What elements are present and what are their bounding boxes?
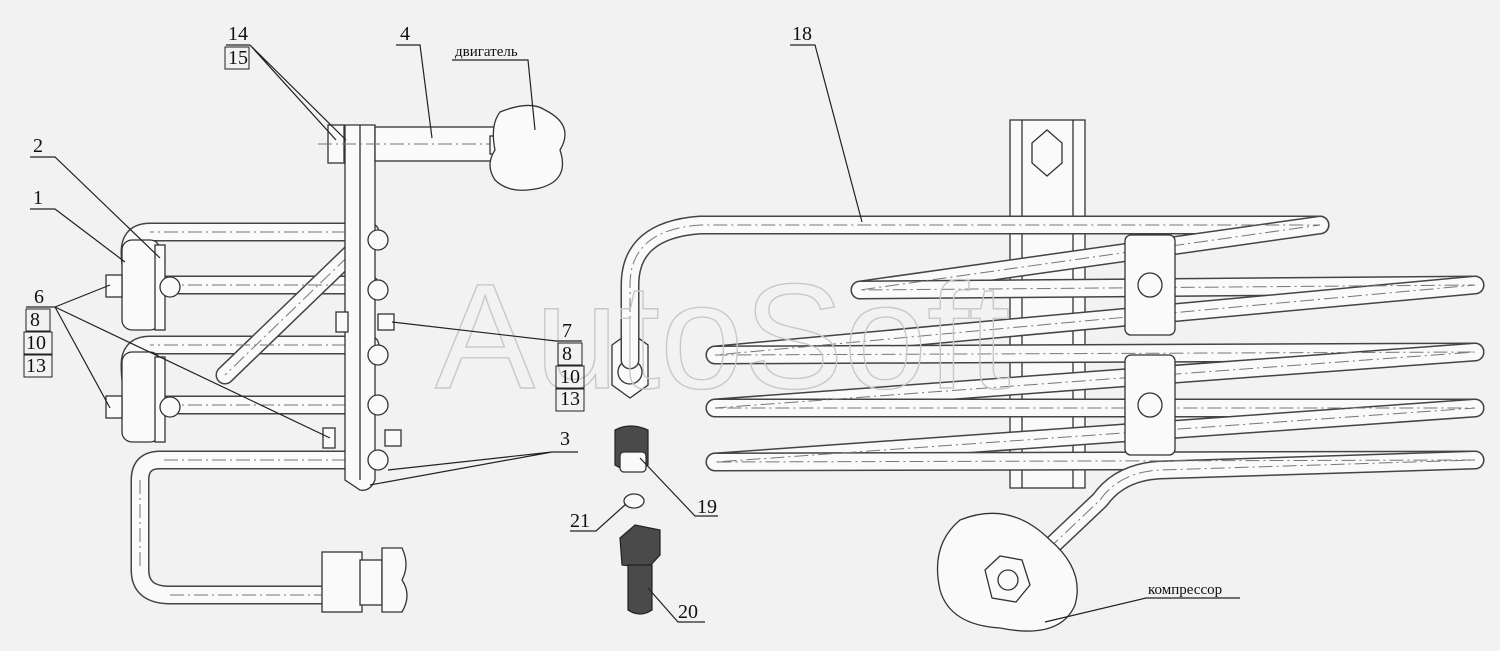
callout-6: 6 <box>34 286 44 308</box>
callout-6-8: 8 <box>30 309 40 331</box>
engine-outline <box>489 104 566 191</box>
right-assembly <box>620 119 1485 632</box>
washer-21 <box>623 493 645 509</box>
callout-1: 1 <box>33 187 43 209</box>
label-compressor: компрессор <box>1148 582 1222 598</box>
lower-fitting-body <box>359 559 383 606</box>
bolt-20-shank <box>627 564 653 615</box>
callout-15: 15 <box>228 47 248 69</box>
bolt-20-head <box>619 524 661 569</box>
bolt-lower-left <box>105 395 123 419</box>
bracket-lower <box>121 351 161 443</box>
callout-7-8: 8 <box>562 343 572 365</box>
callout-6-13: 13 <box>26 355 46 377</box>
bolt-mid-plate <box>335 311 349 333</box>
callout-14: 14 <box>228 23 248 45</box>
channel-hex-bolt <box>1031 129 1063 177</box>
callouts: 14 15 4 двигатель 2 1 6 8 10 13 7 8 10 <box>23 23 1240 623</box>
callout-7-13: 13 <box>560 388 580 410</box>
callout-20: 20 <box>678 601 698 623</box>
lower-fitting-end <box>381 547 408 613</box>
callout-4: 4 <box>400 23 410 45</box>
bracket-upper <box>121 239 161 331</box>
left-assembly <box>105 104 566 613</box>
callout-2: 2 <box>33 135 43 157</box>
nut-mid-plate <box>377 313 395 331</box>
watermark: AutoSoft <box>435 252 1010 420</box>
lower-fitting-nut <box>321 551 363 613</box>
callout-21: 21 <box>570 510 590 532</box>
callout-7-10: 10 <box>560 366 580 388</box>
callout-6-10: 10 <box>26 332 46 354</box>
nut-low-plate <box>384 429 402 447</box>
label-engine: двигатель <box>455 44 518 60</box>
callout-18: 18 <box>792 23 812 45</box>
callout-7: 7 <box>562 320 572 342</box>
callout-19: 19 <box>697 496 717 518</box>
callout-3: 3 <box>560 428 570 450</box>
